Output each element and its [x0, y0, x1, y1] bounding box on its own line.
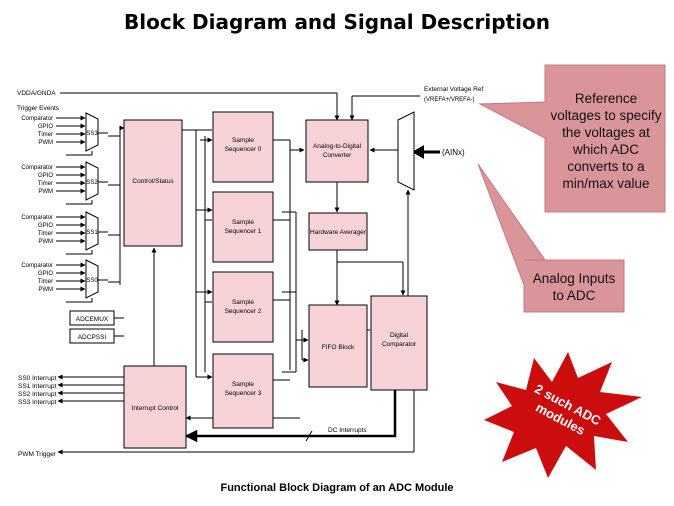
interrupt-control-block	[123, 365, 187, 449]
seq0-block	[212, 111, 274, 183]
vdda-label: VDDA/GNDA	[17, 90, 56, 97]
seq1-label-1: Sample	[232, 219, 254, 226]
ainx-label: (AINx)	[442, 148, 465, 157]
seq3-block	[212, 353, 274, 429]
reference-callout-shape	[478, 64, 666, 213]
trigger-input-0-0: Comparator	[21, 116, 53, 122]
trigger-mux-2	[85, 211, 99, 251]
trigger-input-3-1: GPIO	[38, 271, 53, 277]
trigger-mux-label-2: SS1	[86, 230, 98, 236]
interrupt-control-label: Interrupt Control	[132, 405, 180, 412]
trigger-input-2-0: Comparator	[21, 215, 53, 221]
trigger-mux-label-3: SS0	[86, 278, 98, 284]
trigger-groups: ComparatorGPIOTimerPWMSS3ComparatorGPIOT…	[21, 112, 108, 303]
fifo-label: FIFO Block	[322, 344, 355, 351]
trigger-input-2-3: PWM	[38, 239, 53, 245]
digital-comparator-block	[370, 295, 428, 391]
seq3-label-1: Sample	[232, 381, 254, 388]
adc-label-2: Converter	[323, 152, 352, 159]
trigger-events-label: Trigger Events	[17, 105, 60, 112]
trigger-input-3-2: Timer	[38, 279, 53, 285]
ss1-interrupt-label: SS1 Interrupt	[18, 383, 56, 390]
ext-ref-label: External Voltage Ref	[424, 86, 483, 93]
trigger-input-0-3: PWM	[38, 140, 53, 146]
adcemux-label: ADCEMUX	[76, 316, 109, 323]
trigger-mux-label-0: SS3	[86, 131, 98, 137]
analog-callout-text: Analog Inputs to ADC	[532, 271, 616, 303]
blocks	[123, 111, 428, 449]
ainx-arrow-head	[412, 145, 424, 159]
adcemux-box	[69, 310, 115, 326]
trigger-input-2-1: GPIO	[38, 223, 53, 229]
pwm-trigger-label: PWM Trigger	[18, 451, 57, 458]
averager-label: Hardware Averager	[310, 229, 367, 236]
trigger-input-0-2: Timer	[38, 132, 53, 138]
ss2-interrupt-label: SS2 Interrupt	[18, 391, 56, 398]
trigger-input-1-3: PWM	[38, 189, 53, 195]
trigger-mux-3	[85, 259, 99, 299]
trigger-input-3-3: PWM	[38, 287, 53, 293]
trigger-input-0-1: GPIO	[38, 124, 53, 130]
seq1-label-2: Sequencer 1	[225, 228, 262, 235]
diagram-caption: Functional Block Diagram of an ADC Modul…	[220, 482, 454, 494]
adc-label-1: Analog-to-Digital	[313, 143, 362, 150]
seq2-block	[212, 271, 274, 343]
trigger-mux-0	[85, 112, 99, 152]
analog-input-mux	[397, 111, 415, 191]
seq2-label-1: Sample	[232, 299, 254, 306]
ext-ref-pins-label: (VREFA+/VREFA-)	[424, 97, 475, 103]
trigger-mux-1	[85, 161, 99, 201]
fifo-block	[308, 304, 368, 388]
adc-block	[305, 119, 369, 183]
seq3-label-2: Sequencer 3	[225, 390, 262, 397]
averager-block	[308, 212, 368, 251]
trigger-input-2-2: Timer	[38, 231, 53, 237]
trigger-input-1-2: Timer	[38, 181, 53, 187]
control-status-block	[123, 119, 183, 247]
adcpssi-label: ADCPSSI	[78, 334, 107, 341]
comparator-label-1: Digital	[390, 332, 409, 339]
trigger-input-1-0: Comparator	[21, 165, 53, 171]
adcpssi-box	[69, 328, 115, 344]
trigger-input-1-1: GPIO	[38, 173, 53, 179]
reference-callout-text: Reference voltages to specify the voltag…	[550, 91, 662, 191]
seq1-block	[212, 191, 274, 263]
bus-slash	[305, 430, 313, 442]
slide-title: Block Diagram and Signal Description	[124, 10, 550, 34]
ss0-interrupt-label: SS0 Interrupt	[18, 375, 56, 382]
trigger-input-3-0: Comparator	[21, 263, 53, 269]
dc-interrupt-bus	[184, 390, 397, 443]
seq2-label-2: Sequencer 2	[225, 308, 262, 315]
seq0-label-2: Sequencer 0	[225, 146, 262, 153]
comparator-label-2: Comparator	[382, 341, 417, 348]
starburst	[484, 352, 642, 478]
control-status-label: Control/Status	[132, 178, 174, 185]
ss3-interrupt-label: SS3 Interrupt	[18, 399, 56, 406]
analog-callout-shape	[477, 163, 625, 313]
trigger-mux-label-1: SS2	[86, 180, 98, 186]
seq0-label-1: Sample	[232, 137, 254, 144]
dc-interrupts-label: DC Interrupts	[328, 427, 367, 434]
